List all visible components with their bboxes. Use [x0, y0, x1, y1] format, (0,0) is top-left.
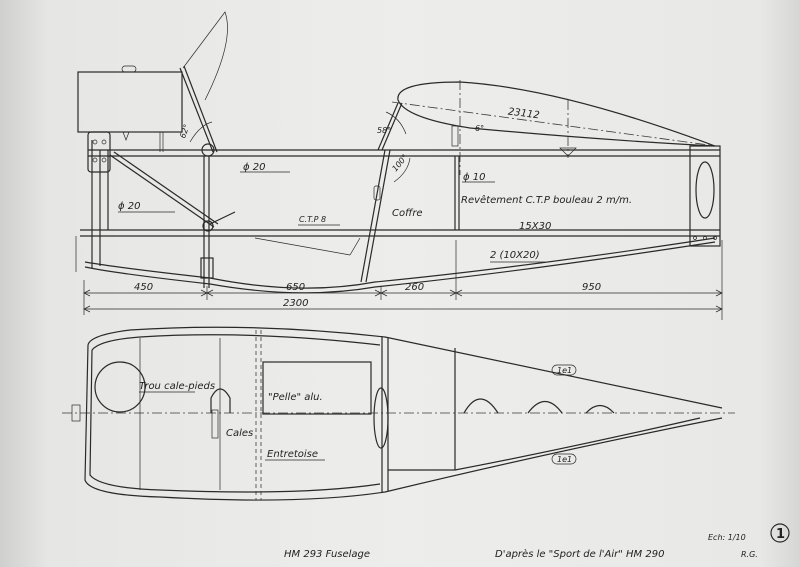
longeron-label: 15X30 [519, 221, 551, 232]
coffre-label: Coffre [392, 208, 423, 219]
side-view: 62° 58° 100° 6° 23112 ϕ 20 ϕ 20 C.T.P 8 … [75, 11, 721, 294]
tube-dia-lower: ϕ 20 [118, 201, 141, 212]
scale-label: Ech: 1/10 [708, 533, 746, 542]
outline-lower [84, 344, 723, 501]
covering-label: Revêtement C.T.P bouleau 2 m/m. [461, 194, 632, 206]
engine-mount-plate [87, 131, 111, 173]
keel-label: 2 (10X20) [490, 250, 540, 261]
dim-650: 650 [286, 282, 305, 293]
bulkhead-hole [373, 387, 389, 449]
title-block: HM 293 Fuselage D'après le "Sport de l'A… [284, 523, 790, 560]
lightening-hole [463, 398, 499, 414]
fuel-tank [77, 71, 183, 133]
ctp-label: C.T.P 8 [299, 215, 326, 224]
marker-top [551, 364, 577, 376]
lightening-hole [585, 404, 615, 414]
tube-dia-rear: ϕ 10 [463, 172, 486, 183]
dim-260: 260 [405, 282, 424, 293]
propeller-outline [182, 11, 228, 101]
marker-bottom [551, 453, 577, 465]
tube-dia-upper: ϕ 20 [243, 162, 266, 173]
entretoise-label: Entretoise [267, 449, 318, 460]
source-note: D'après le "Sport de l'Air" HM 290 [495, 548, 664, 560]
fitting [201, 143, 215, 157]
angle-strut: 58° [377, 126, 391, 135]
lightening-hole [527, 400, 563, 414]
pelle-alu-plate [262, 361, 372, 415]
author-initials: R.G. [741, 550, 758, 559]
foot-hole [94, 361, 146, 413]
sheet-number: 1 [776, 527, 785, 542]
tank-drain [122, 131, 130, 141]
marker-bottom-label: 1e1 [557, 455, 572, 464]
dimension-lines: 450 650 260 950 2300 [83, 240, 723, 320]
angle-windshield: 62° [178, 123, 191, 139]
dim-total: 2300 [283, 298, 308, 309]
foot-hole-label: Trou cale-pieds [139, 381, 215, 392]
tank-cap [121, 65, 137, 73]
shim-cutout [210, 388, 231, 413]
cales-label: Cales [226, 428, 253, 439]
top-view: 1e1 1e1 Trou cale-pieds "Pelle" alu. Cal… [62, 326, 735, 501]
fitting [200, 257, 214, 279]
coffre-handle [373, 185, 381, 201]
wing-airfoil [397, 81, 716, 147]
pelle-label: "Pelle" alu. [268, 392, 323, 403]
wing-chord-label: 23112 [507, 107, 540, 122]
sheet-number-circle [770, 523, 790, 543]
dim-950: 950 [582, 282, 601, 293]
control-stick-pivot [202, 220, 214, 232]
angle-incidence: 6° [475, 124, 484, 133]
drawing-title: HM 293 Fuselage [284, 549, 370, 560]
marker-top-label: 1e1 [557, 366, 572, 375]
dim-450: 450 [134, 282, 153, 293]
outline-upper [87, 326, 723, 409]
tail-frame [689, 145, 721, 247]
